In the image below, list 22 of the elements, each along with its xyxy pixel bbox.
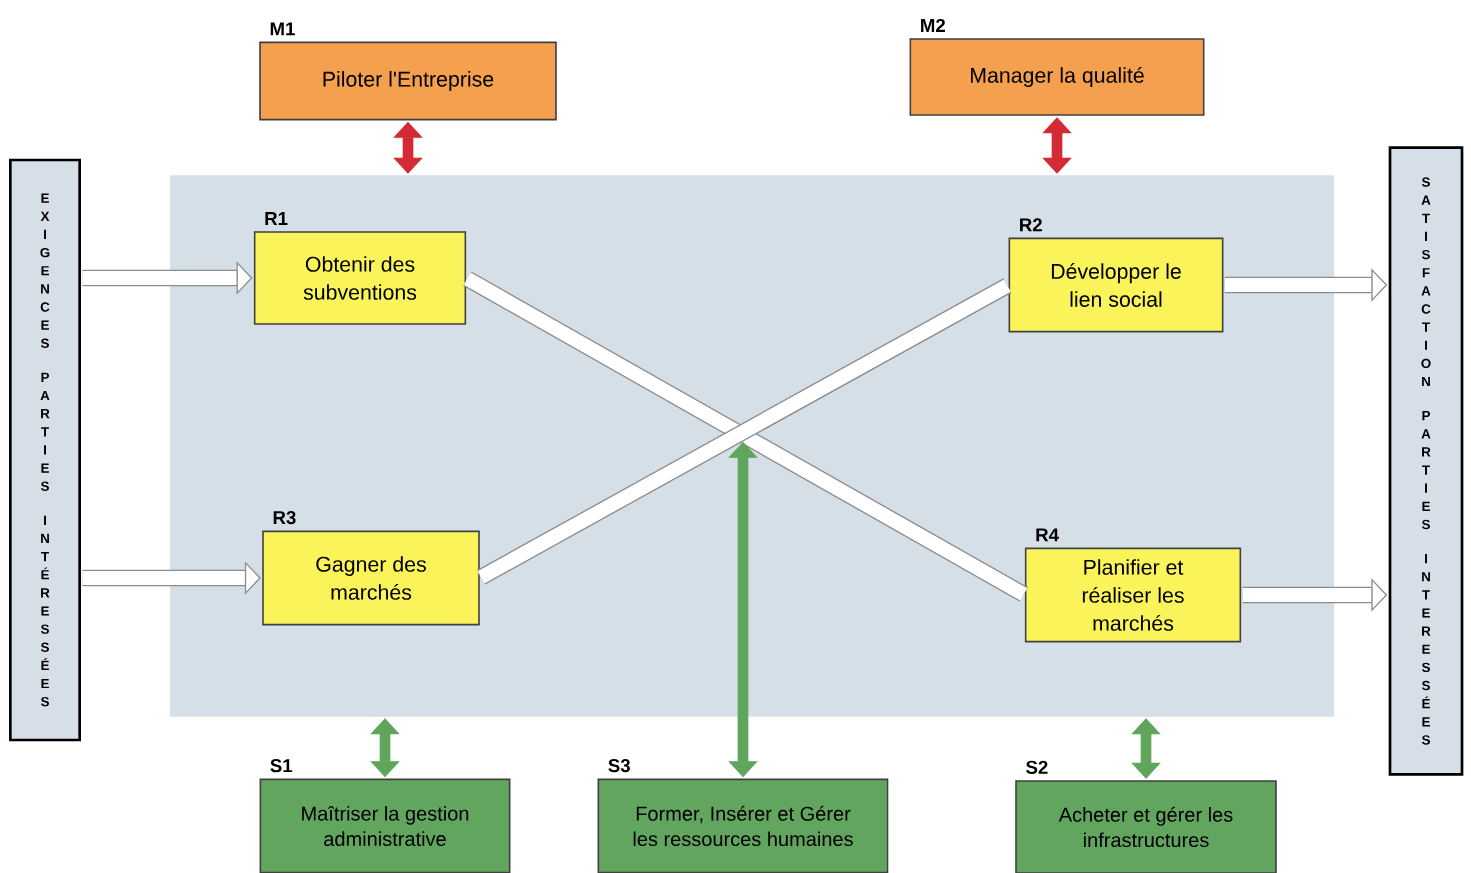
- arrow: [1131, 718, 1161, 779]
- process-box: Planifier et réaliser les marchés: [1024, 547, 1242, 643]
- code-label: M2: [921, 18, 945, 32]
- code-label: R2: [1020, 218, 1042, 232]
- code-label: S1: [270, 759, 293, 773]
- code-label: R3: [273, 511, 296, 525]
- process-box: Gagner des marchés: [262, 530, 480, 626]
- arrow: [1042, 117, 1072, 174]
- code-label: R1: [265, 212, 288, 225]
- side-bar: SATISFACTION PARTIES INTERESSÉES: [1388, 146, 1464, 776]
- code-label: R4: [1036, 528, 1059, 542]
- process-box: Former, Insérer et Gérer les ressources humaines: [597, 778, 889, 873]
- code-label: S3: [608, 759, 630, 773]
- process-box: Acheter et gérer les infrastructures: [1015, 780, 1277, 873]
- process-box: Développer le lien social: [1008, 237, 1224, 333]
- code-label: S2: [1026, 760, 1048, 774]
- process-box: Manager la qualité: [909, 38, 1205, 116]
- process-box: Obtenir des subventions: [253, 231, 467, 325]
- process-box: Maîtriser la gestion administrative: [259, 778, 511, 873]
- process-box: Piloter l'Entreprise: [259, 41, 557, 121]
- code-label: M1: [270, 22, 295, 36]
- side-bar: EXIGENCES PARTIES INTÉRESSÉES: [9, 158, 81, 742]
